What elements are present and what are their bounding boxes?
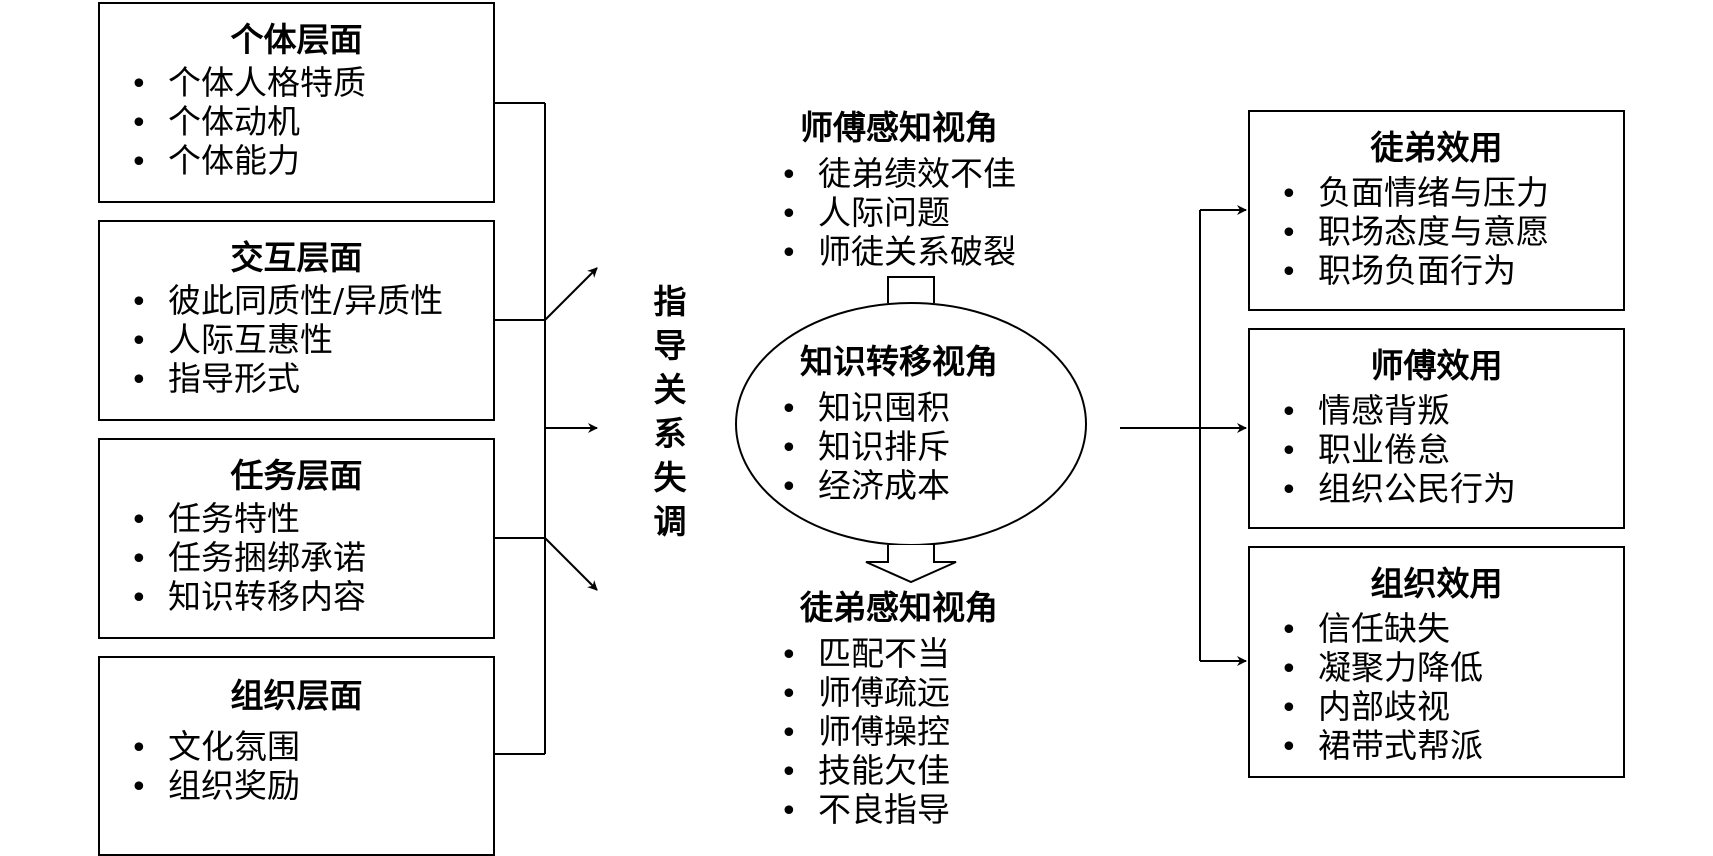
- factor-title: 任务层面: [230, 456, 363, 495]
- perspective-item: 技能欠佳: [780, 752, 950, 791]
- knowledge-perspective-title: 知识转移视角: [800, 342, 998, 381]
- outcome-title: 组织效用: [1370, 564, 1503, 603]
- outcome-item: 组织公民行为: [1280, 470, 1516, 509]
- outcome-item: 情感背叛: [1280, 392, 1516, 431]
- label-char: 调: [653, 502, 687, 541]
- factor-box-task: 任务层面 任务特性 任务捆绑承诺 知识转移内容: [98, 438, 495, 639]
- factor-item: 个体动机: [130, 103, 366, 142]
- label-char: 关: [653, 370, 687, 409]
- mentor-perspective-title: 师傅感知视角: [800, 108, 998, 147]
- factor-title: 组织层面: [230, 676, 363, 715]
- perspective-item: 知识囤积: [780, 389, 950, 428]
- factor-box-organization: 组织层面 文化氛围 组织奖励: [98, 656, 495, 856]
- factor-item: 文化氛围: [130, 728, 300, 767]
- outcome-box-organization: 组织效用 信任缺失 凝聚力降低 内部歧视 裙带式帮派: [1248, 546, 1625, 778]
- factor-title: 交互层面: [230, 238, 363, 277]
- perspective-item: 徒弟绩效不佳: [780, 155, 1016, 194]
- perspective-item: 师傅操控: [780, 713, 950, 752]
- outcome-item: 信任缺失: [1280, 610, 1483, 649]
- mentor-to-knowledge-connector: [887, 276, 935, 303]
- label-char: 导: [653, 326, 687, 365]
- perspective-item: 知识排斥: [780, 428, 950, 467]
- factor-item: 彼此同质性/异质性: [130, 282, 443, 321]
- hollow-down-arrow: [865, 545, 957, 584]
- factor-item: 个体人格特质: [130, 64, 366, 103]
- arrow-to-label-down: [544, 537, 598, 591]
- perspective-item: 不良指导: [780, 791, 950, 830]
- factor-item: 个体能力: [130, 142, 366, 181]
- protege-perspective-title: 徒弟感知视角: [800, 588, 998, 627]
- perspective-item: 师傅疏远: [780, 674, 950, 713]
- outcome-item: 职场负面行为: [1280, 252, 1549, 291]
- mentor-perspective-list: 徒弟绩效不佳 人际问题 师徒关系破裂: [780, 155, 1016, 272]
- protege-perspective-list: 匹配不当 师傅疏远 师傅操控 技能欠佳 不良指导: [780, 635, 950, 830]
- knowledge-perspective-list: 知识囤积 知识排斥 经济成本: [780, 389, 950, 506]
- outcome-box-protege: 徒弟效用 负面情绪与压力 职场态度与意愿 职场负面行为: [1248, 110, 1625, 311]
- label-char: 指: [653, 282, 687, 321]
- factor-item: 组织奖励: [130, 767, 300, 806]
- factor-item: 知识转移内容: [130, 578, 366, 617]
- arrow-to-label-up: [544, 267, 598, 321]
- factor-item: 指导形式: [130, 360, 443, 399]
- outcome-item: 职业倦怠: [1280, 431, 1516, 470]
- outcome-item: 凝聚力降低: [1280, 649, 1483, 688]
- outcome-item: 负面情绪与压力: [1280, 174, 1549, 213]
- outcome-item: 内部歧视: [1280, 688, 1483, 727]
- perspective-item: 人际问题: [780, 194, 1016, 233]
- perspective-item: 师徒关系破裂: [780, 233, 1016, 272]
- factor-box-individual: 个体层面 个体人格特质 个体动机 个体能力: [98, 2, 495, 203]
- factor-item: 任务捆绑承诺: [130, 539, 366, 578]
- label-char: 失: [653, 458, 687, 497]
- outcome-title: 师傅效用: [1370, 346, 1503, 385]
- label-char: 系: [653, 414, 687, 453]
- outcome-item: 裙带式帮派: [1280, 727, 1483, 766]
- outcome-title: 徒弟效用: [1370, 128, 1503, 167]
- perspective-item: 匹配不当: [780, 635, 950, 674]
- factor-title: 个体层面: [230, 20, 363, 59]
- factor-box-interaction: 交互层面 彼此同质性/异质性 人际互惠性 指导形式: [98, 220, 495, 421]
- factor-item: 任务特性: [130, 500, 366, 539]
- mentoring-dysfunction-label: 指 导 关 系 失 调: [650, 280, 690, 544]
- outcome-item: 职场态度与意愿: [1280, 213, 1549, 252]
- factor-item: 人际互惠性: [130, 321, 443, 360]
- outcome-box-mentor: 师傅效用 情感背叛 职业倦怠 组织公民行为: [1248, 328, 1625, 529]
- perspective-item: 经济成本: [780, 467, 950, 506]
